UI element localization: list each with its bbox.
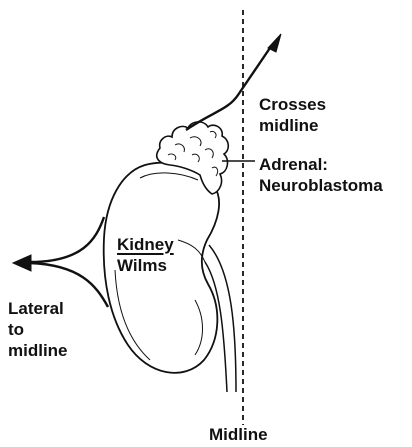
crosses-midline-label: Crosses midline (259, 94, 326, 136)
lateral-label-line1: Lateral (8, 298, 68, 319)
crosses-label-line2: midline (259, 115, 326, 136)
kidney-label: Kidney Wilms (117, 234, 174, 276)
kidney-label-line2: Wilms (117, 255, 174, 276)
lateral-label-line2: to (8, 319, 68, 340)
lateral-label: Lateral to midline (8, 298, 68, 361)
kidney-label-line1: Kidney (117, 234, 174, 255)
lateral-arrow (30, 217, 104, 262)
lateral-label-line3: midline (8, 340, 68, 361)
adrenal-label-line1: Adrenal: (259, 154, 383, 175)
crosses-label-line1: Crosses (259, 94, 326, 115)
adrenal-label-line2: Neuroblastoma (259, 175, 383, 196)
crosses-midline-arrowhead (268, 34, 281, 52)
lateral-arrowhead (13, 255, 31, 271)
adrenal-label: Adrenal: Neuroblastoma (259, 154, 383, 196)
midline-label: Midline (209, 424, 268, 445)
